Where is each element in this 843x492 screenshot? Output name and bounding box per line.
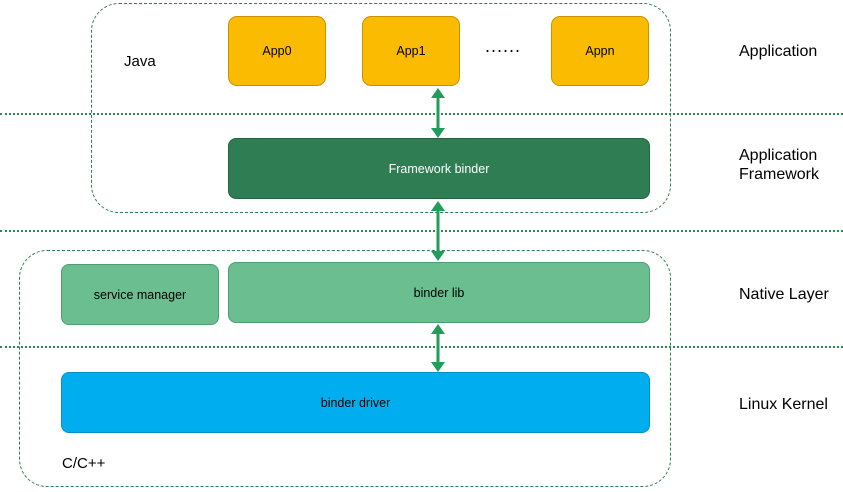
binder-lib-box: binder lib xyxy=(228,262,650,323)
app1-label: App1 xyxy=(396,44,426,58)
arrow-framework-binderlib xyxy=(431,201,445,261)
ellipsis: ...... xyxy=(485,36,522,56)
binder-lib-label: binder lib xyxy=(413,285,465,300)
arrow-app1-framework xyxy=(431,88,445,138)
binder-driver-box: binder driver xyxy=(61,372,650,433)
service-manager-label: service manager xyxy=(93,287,187,302)
binder-driver-label: binder driver xyxy=(320,395,391,410)
layer-label-linux-kernel: Linux Kernel xyxy=(739,396,828,413)
layer-separator-app-framework xyxy=(0,113,843,115)
layer-separator-native-kernel xyxy=(0,346,843,348)
layer-label-application-framework: Application Framework xyxy=(739,147,820,183)
arrow-binderlib-driver xyxy=(431,324,445,372)
appn-box: Appn xyxy=(551,16,649,86)
service-manager-box: service manager xyxy=(61,264,219,325)
java-region xyxy=(91,3,671,213)
app0-box: App0 xyxy=(228,16,326,86)
app0-label: App0 xyxy=(262,44,292,58)
layer-label-native-layer: Native Layer xyxy=(739,286,829,303)
layer-separator-framework-native xyxy=(0,230,843,232)
cpp-label: C/C++ xyxy=(62,455,106,472)
app1-box: App1 xyxy=(362,16,460,86)
layer-label-application: Application xyxy=(739,43,818,60)
framework-binder-label: Framework binder xyxy=(388,161,490,176)
appn-label: Appn xyxy=(585,44,615,58)
framework-binder-box: Framework binder xyxy=(228,138,650,199)
cpp-region xyxy=(19,250,671,487)
java-label: Java xyxy=(124,53,156,70)
